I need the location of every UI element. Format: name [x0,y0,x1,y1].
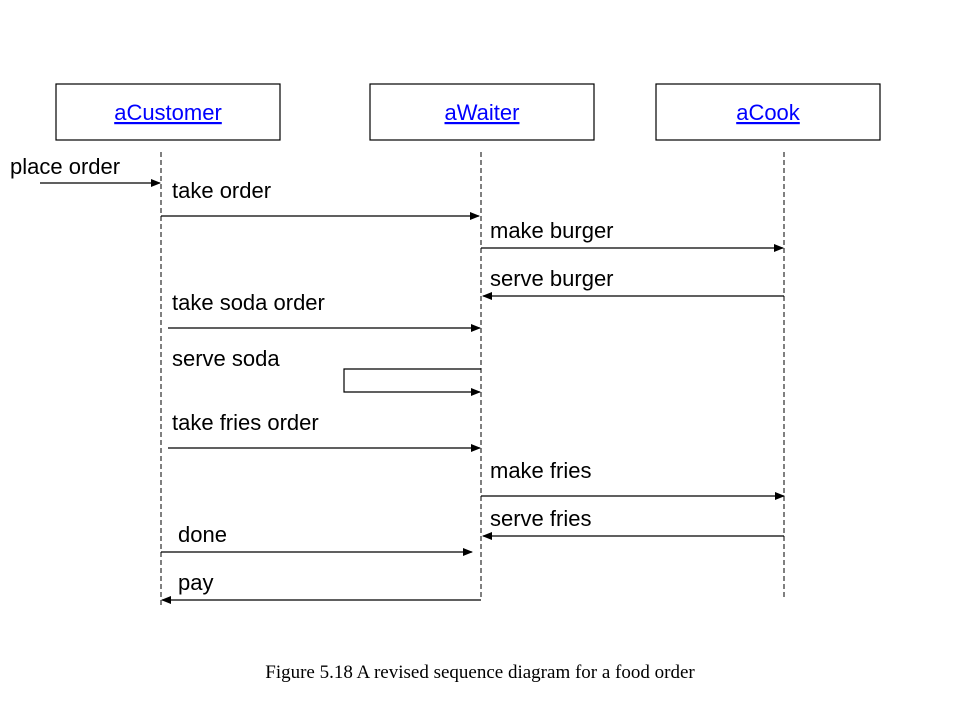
message-take-fries-order: take fries order [168,410,481,452]
message-make-fries: make fries [481,458,785,500]
message-label: make fries [490,458,591,483]
message-take-order: take order [161,178,480,220]
message-label: serve fries [490,506,591,531]
message-place-order: place order [10,154,161,187]
message-serve-soda: serve soda [172,346,481,396]
object-label: aCustomer [114,100,222,125]
message-label: place order [10,154,120,179]
message-serve-burger: serve burger [482,266,784,300]
message-label: done [178,522,227,547]
message-label: serve burger [490,266,614,291]
object-box [55,83,281,141]
message-label: serve soda [172,346,280,371]
figure-caption: Figure 5.18 A revised sequence diagram f… [265,662,695,683]
message-label: take order [172,178,271,203]
object-acook: aCook [655,83,881,141]
message-pay: pay [161,570,481,604]
message-label: make burger [490,218,614,243]
object-label: aCook [736,100,801,125]
object-box [655,83,881,141]
message-done: done [161,522,473,556]
object-acustomer: aCustomer [55,83,281,141]
message-label: pay [178,570,213,595]
message-serve-fries: serve fries [482,506,784,540]
message-label: take fries order [172,410,319,435]
object-box [369,83,595,141]
message-label: take soda order [172,290,325,315]
sequence-diagram: aCustomer aWaiter aCook place order take… [10,83,881,606]
message-take-soda-order: take soda order [168,290,481,332]
object-awaiter: aWaiter [369,83,595,141]
object-label: aWaiter [445,100,520,125]
message-make-burger: make burger [481,218,784,252]
message-arrow [343,368,481,396]
